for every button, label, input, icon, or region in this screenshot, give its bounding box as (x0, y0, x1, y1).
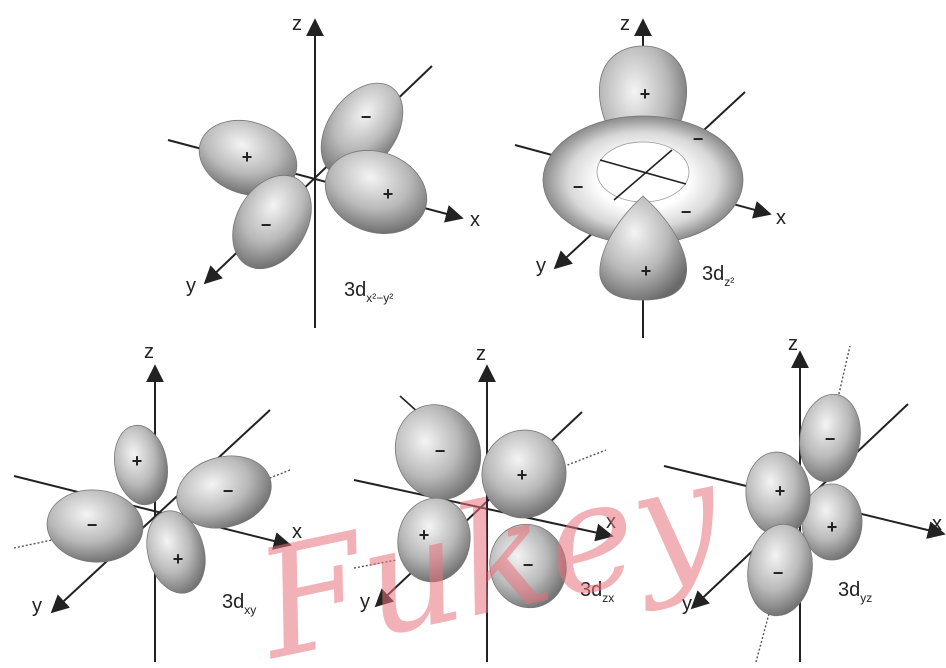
orbital-name: 3d (838, 579, 860, 601)
sign-minus: − (435, 441, 446, 461)
orbital-3d-zx: − + + − z x y 3dzx (353, 343, 616, 662)
lobe-front (146, 510, 206, 594)
y-axis-dashed (353, 559, 397, 569)
orbital-label: 3dz² (702, 263, 734, 289)
lobe-front-left (232, 174, 312, 270)
orbital-subscript: x²−y² (366, 291, 393, 305)
y-axis-dashed (13, 539, 53, 549)
sign-plus: + (827, 517, 838, 537)
sign-minus: − (261, 215, 272, 235)
lobe-front-right (324, 150, 428, 234)
z-axis-dashed-top (837, 345, 851, 399)
sign-plus: + (173, 549, 184, 569)
orbital-3d-xy: + − − + z x y 3dxy (13, 341, 302, 662)
lobe-lower (599, 195, 688, 301)
sign-minus: − (361, 107, 372, 127)
sign-plus: + (242, 147, 253, 167)
z-axis-label: z (476, 343, 486, 365)
orbital-name: 3d (344, 279, 366, 301)
y-axis-through-hole (613, 149, 673, 201)
orbital-label: 3dxy (222, 591, 256, 617)
sign-minus: − (87, 515, 98, 535)
lobe-back (114, 424, 168, 506)
sign-plus: + (640, 84, 651, 104)
lobe-lower-left (397, 497, 471, 583)
lobe-left (46, 489, 144, 563)
sign-minus: − (825, 429, 836, 449)
x-axis (13, 475, 292, 550)
orbital-label: 3dx²−y² (344, 279, 393, 305)
x-axis-through-hole (599, 159, 687, 185)
orbital-subscript: yz (860, 591, 872, 605)
orbital-3d-z2: + − − − + z x y 3dz² (514, 13, 786, 338)
sign-plus: + (419, 525, 430, 545)
x-axis-dashed (559, 449, 607, 469)
x-axis-label: x (470, 209, 480, 231)
z-axis-label: z (144, 341, 154, 363)
sign-minus: − (773, 563, 784, 583)
y-axis-label: y (186, 275, 196, 297)
z-axis-label: z (788, 333, 798, 355)
sign-plus: + (641, 261, 652, 281)
x-axis-label: x (932, 513, 942, 535)
lobe-right (176, 455, 272, 529)
y-axis-label: y (536, 255, 546, 277)
sign-plus: + (775, 481, 786, 501)
x-axis-label: x (776, 207, 786, 229)
orbital-3d-x2-y2: − + + − z x y 3dx²−y² (167, 13, 480, 328)
y-axis (50, 409, 271, 614)
lobe-upper-back (799, 393, 861, 483)
y-axis-label: y (682, 593, 692, 615)
x-axis (353, 479, 614, 542)
z-axis-dashed-bottom (755, 609, 771, 663)
orbital-name: 3d (222, 591, 244, 613)
lobe-back-left (198, 120, 298, 196)
x-axis-label: x (606, 511, 616, 533)
z-axis-label: z (620, 13, 630, 35)
sign-minus: − (681, 202, 692, 222)
sign-minus: − (573, 177, 584, 197)
orbital-label: 3dyz (838, 579, 872, 605)
sign-plus: + (517, 465, 528, 485)
lobe-lower-right (489, 523, 567, 609)
orbital-name: 3d (702, 263, 724, 285)
lobe-upper-left (394, 404, 482, 500)
sign-plus: + (132, 451, 143, 471)
sign-plus: + (383, 184, 394, 204)
y-axis-label: y (32, 595, 42, 617)
orbital-subscript: xy (244, 603, 256, 617)
y-axis-label: y (360, 591, 370, 613)
orbital-3d-yz: − + + − z x y 3dyz (663, 333, 946, 663)
orbital-label: 3dzx (580, 579, 614, 605)
orbital-name: 3d (580, 579, 602, 601)
sign-minus: − (223, 481, 234, 501)
sign-minus: − (523, 555, 534, 575)
x-axis-label: x (292, 521, 302, 543)
sign-minus: − (693, 129, 704, 149)
lobe-lower-front (747, 523, 813, 617)
z-axis-label: z (292, 13, 302, 35)
lobe-upper-right (481, 429, 567, 519)
orbital-subscript: z² (724, 275, 734, 289)
orbital-subscript: zx (602, 591, 614, 605)
